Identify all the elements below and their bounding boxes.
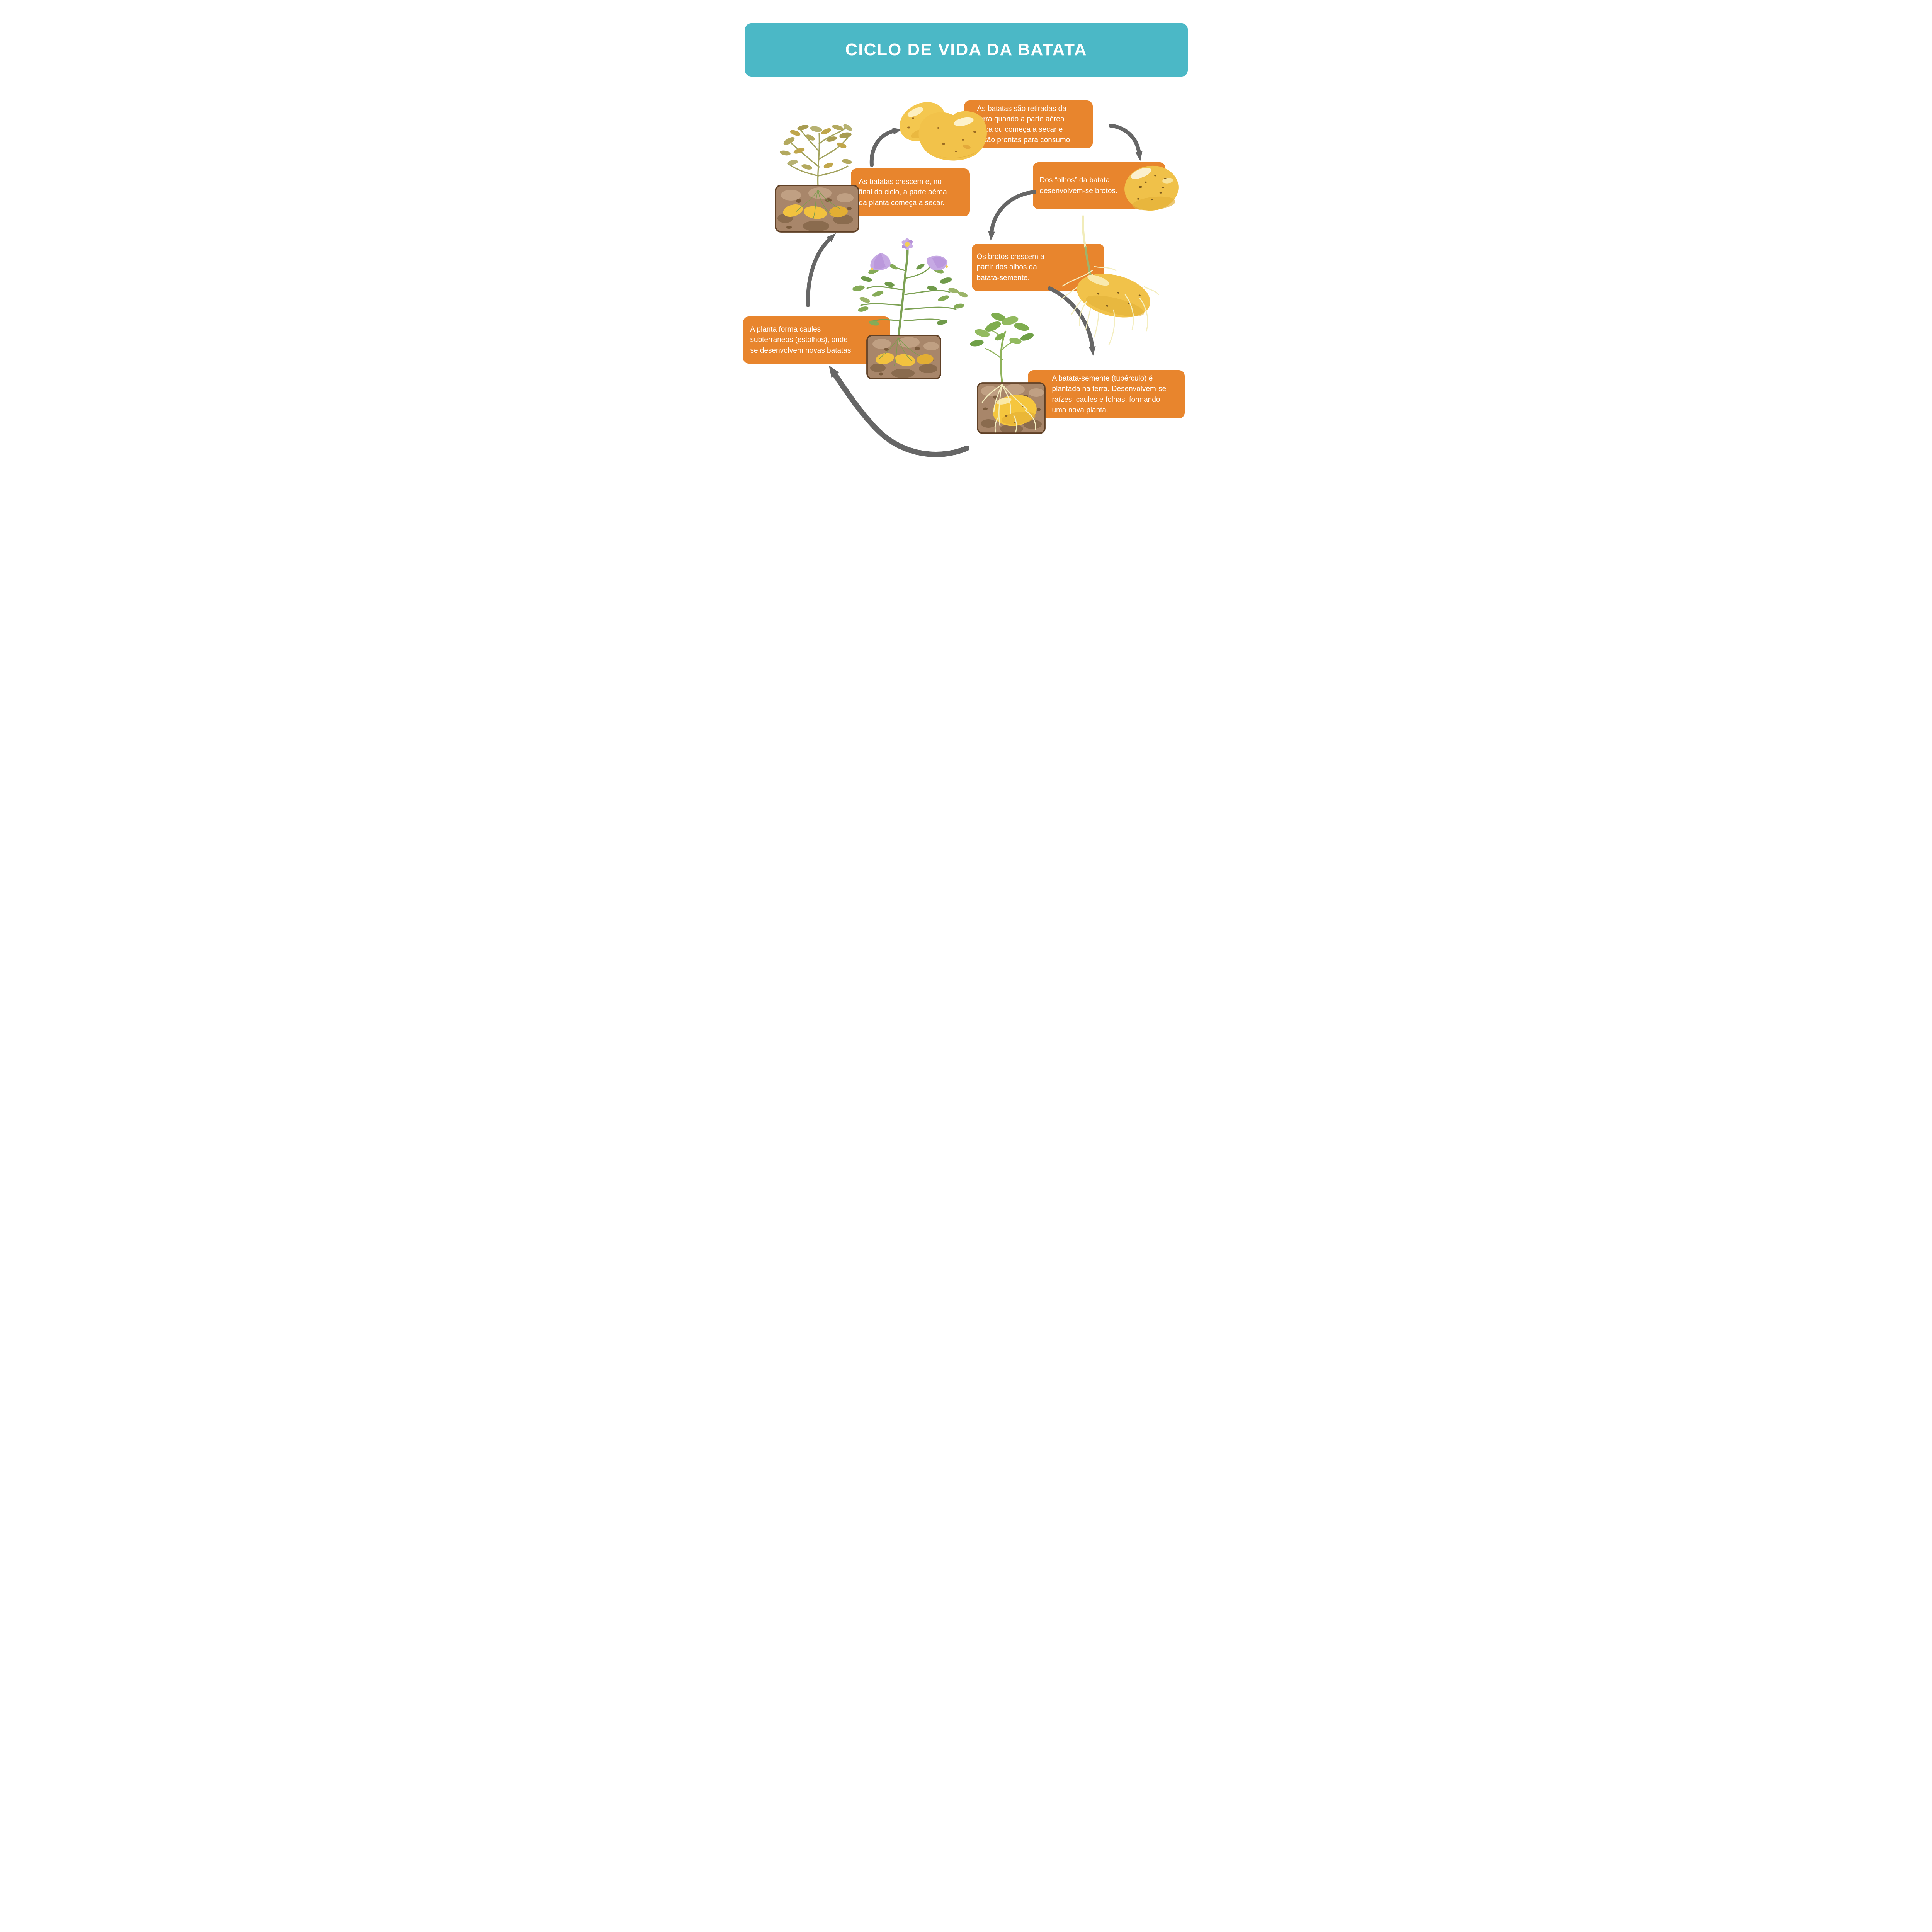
step-box-eyes-sprout: Dos “olhos” da batata desenvolvem-se bro… [1032, 162, 1165, 209]
arrow-driedplant-to-harvest [869, 128, 902, 167]
step-text-eyes-sprout: Dos “olhos” da batata desenvolvem-se bro… [1039, 176, 1118, 195]
step-text-seed-planted: A batata-semente (tubérculo) é plantada … [1052, 374, 1167, 414]
step-text-stolons: A planta forma caules subterrâneos (esto… [750, 325, 853, 355]
arrow-harvest-to-eyepotato [1108, 124, 1142, 161]
dried-leaves [779, 124, 852, 170]
title-banner: CICLO DE VIDA DA BATATA [745, 23, 1188, 77]
page-title: CICLO DE VIDA DA BATATA [845, 40, 1087, 59]
step-box-harvest: As batatas são retiradas da terra quando… [964, 100, 1093, 148]
young-plant-leaves [969, 313, 1034, 347]
arrow-youngplant-to-stolons [828, 365, 969, 457]
step-box-seed-planted: A batata-semente (tubérculo) é plantada … [1027, 370, 1185, 418]
step-text-harvest: As batatas são retiradas da terra quando… [977, 104, 1072, 145]
arrow-sprouts-to-seedplanted [1047, 286, 1096, 356]
infographic-canvas: CICLO DE VIDA DA BATATA As batatas são r… [727, 0, 1205, 481]
step-box-potatoes-grow: As batatas crescem e, no final do ciclo,… [850, 168, 970, 216]
potato-flowers [870, 238, 948, 271]
step-box-sprouts-grow: Os brotos crescem a partir dos olhos da … [971, 244, 1104, 291]
dried-potato-plant-illustration [774, 124, 859, 233]
step-text-sprouts-grow: Os brotos crescem a partir dos olhos da … [976, 253, 1044, 282]
step-text-potatoes-grow: As batatas crescem e, no final do ciclo,… [859, 178, 947, 207]
arrow-eyepotato-to-sprouts [988, 190, 1036, 241]
arrow-stolons-to-driedplant [806, 233, 836, 307]
step-box-stolons: A planta forma caules subterrâneos (esto… [743, 316, 890, 364]
